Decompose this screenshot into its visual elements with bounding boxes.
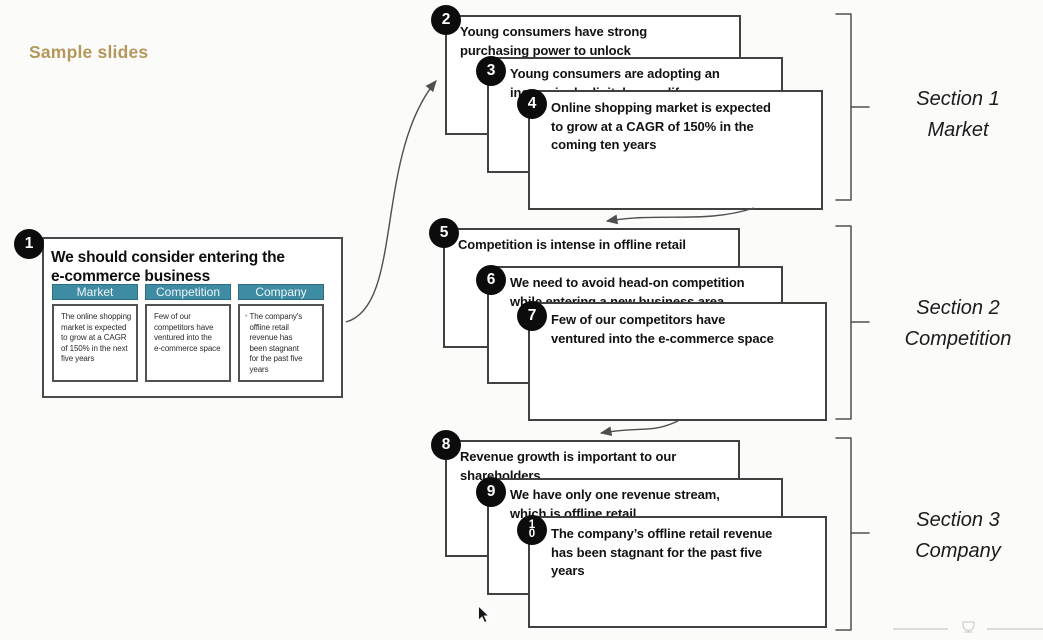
section-label-competition: Section 2 Competition xyxy=(904,297,1012,350)
slide-number-badge: 9 xyxy=(476,477,506,507)
slide-number: 9 xyxy=(486,483,496,500)
slide-card-text: Online shopping market is expected to gr… xyxy=(551,100,771,152)
arrow-group2-to-group3 xyxy=(599,420,679,437)
column-competition: Competition Few of our competitors have … xyxy=(145,284,231,382)
slide-number: 5 xyxy=(439,224,449,241)
slide-number: 8 xyxy=(441,436,451,453)
slide-number-badge: 10 xyxy=(517,515,547,545)
section-label-market: Section 1 Market xyxy=(916,88,1000,141)
column-header: Company xyxy=(238,284,324,300)
slide-card: 4 Online shopping market is expected to … xyxy=(517,89,823,210)
main-slide-columns: Market The online shopping market is exp… xyxy=(52,284,324,382)
slide-number-badge: 4 xyxy=(517,89,547,119)
mouse-cursor-icon xyxy=(477,604,491,630)
section-label-company: Section 3 Company xyxy=(915,509,1001,562)
slide-number-badge: 5 xyxy=(429,218,459,248)
column-market: Market The online shopping market is exp… xyxy=(52,284,138,382)
section-brace-2 xyxy=(835,225,870,420)
slide-card-text: Competition is intense in offline retail xyxy=(458,237,686,252)
page-title: Sample slides xyxy=(29,42,149,62)
slide-number: 6 xyxy=(486,271,496,288)
slide-card-text: Few of our competitors have ventured int… xyxy=(551,312,774,346)
slide-card: 7 Few of our competitors have ventured i… xyxy=(517,301,827,421)
main-slide-title: We should consider entering the e-commer… xyxy=(51,249,285,285)
column-body-text: The company's offline retail revenue has… xyxy=(249,312,303,374)
slide-number-badge: 2 xyxy=(431,5,461,35)
slide-number: 7 xyxy=(527,307,537,324)
slide-number-badge: 3 xyxy=(476,56,506,86)
slide-card: 10 The company’s offline retail revenue … xyxy=(517,515,827,628)
main-slide-card: 1 We should consider entering the e-comm… xyxy=(14,229,343,398)
slide-number: 1 xyxy=(24,235,34,252)
slide-number: 10 xyxy=(528,518,536,540)
column-body: Few of our competitors have ventured int… xyxy=(145,304,231,382)
section-brace-1 xyxy=(835,13,870,201)
slide-number: 2 xyxy=(441,11,451,28)
slide-number-badge: 1 xyxy=(14,229,44,259)
column-body: The online shopping market is expected t… xyxy=(52,304,138,382)
column-header: Competition xyxy=(145,284,231,300)
slide-card-text: Young consumers have strong purchasing p… xyxy=(460,24,648,58)
slide-number-badge: 6 xyxy=(476,265,506,295)
slide-number: 3 xyxy=(486,62,496,79)
trophy-icon xyxy=(962,621,975,633)
bullet-marker: • xyxy=(245,313,248,320)
slide-number: 4 xyxy=(527,95,537,112)
slide-number-badge: 7 xyxy=(517,301,547,331)
column-header: Market xyxy=(52,284,138,300)
column-body: • The company's offline retail revenue h… xyxy=(238,304,324,382)
column-body-text: The online shopping market is expected t… xyxy=(61,312,132,363)
slide-card-text: The company’s offline retail revenue has… xyxy=(551,526,773,578)
column-body-text: Few of our competitors have ventured int… xyxy=(154,312,221,353)
column-company: Company • The company's offline retail r… xyxy=(238,284,324,382)
slide-number-badge: 8 xyxy=(431,430,461,460)
arrow-main-to-group1 xyxy=(345,80,437,323)
section-brace-3 xyxy=(835,437,870,631)
